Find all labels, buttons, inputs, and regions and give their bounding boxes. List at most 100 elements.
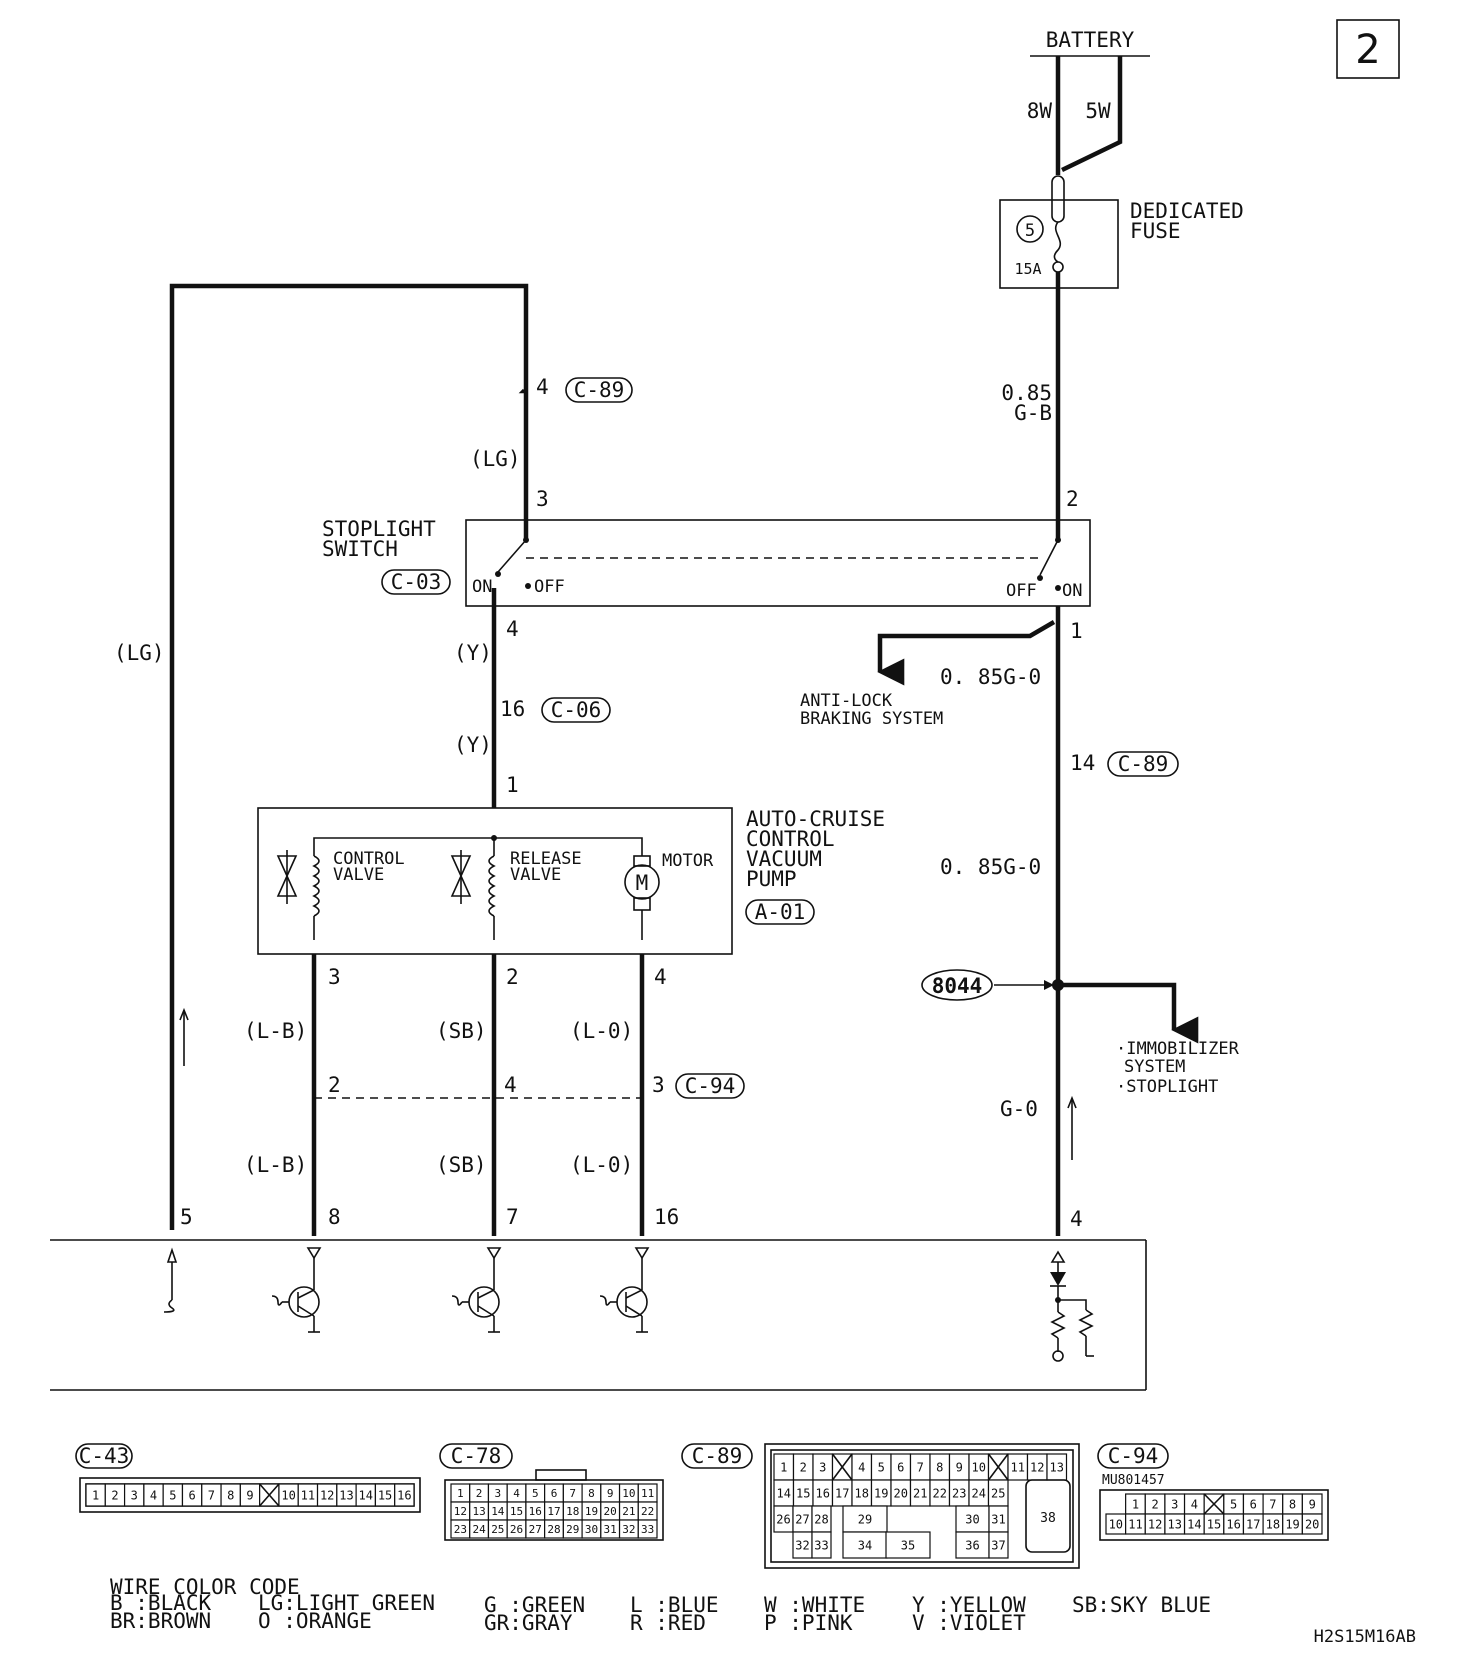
document-code: H2S15M16AB: [1314, 1627, 1416, 1647]
c89-pin-label: 33: [814, 1538, 828, 1552]
c94-pin-label: 20: [1305, 1517, 1319, 1531]
c94-pin-label: 16: [1226, 1517, 1240, 1531]
c78-pin-label: 14: [491, 1505, 505, 1518]
c89-pin-label: 17: [835, 1486, 849, 1500]
ecu-transistor-8: [271, 1247, 322, 1333]
c94-pin-blank-mark: [1203, 1493, 1225, 1515]
c89-pin-label: 5: [878, 1460, 885, 1474]
pump-title-2: CONTROL: [746, 827, 835, 851]
pin-switch-4: 4: [506, 617, 519, 641]
c94-pin-label: 10: [1109, 1517, 1123, 1531]
control-valve-1: CONTROL: [333, 849, 405, 869]
c89-pin-blank-mark: [987, 1453, 1009, 1481]
c43-pin-label: 11: [301, 1488, 315, 1502]
c78-pin-label: 23: [454, 1523, 467, 1536]
wire-color-sb-upper: (SB): [436, 1019, 487, 1043]
c43-pin-label: 2: [111, 1488, 118, 1502]
svg-text:C-78: C-78: [451, 1444, 502, 1468]
c78-pin-label: 30: [585, 1523, 598, 1536]
abs-label-1: ANTI-LOCK: [800, 691, 893, 711]
fuse-number: 5: [1025, 221, 1035, 241]
c89-pin-label: 37: [991, 1538, 1005, 1552]
c89-pin-blank-mark: [831, 1453, 853, 1481]
pump-title-3: VACUUM: [746, 847, 822, 871]
c89-top-arrow: ⏶: [518, 384, 528, 398]
c94-pin-label: 2: [1151, 1497, 1158, 1511]
svg-text:C-06: C-06: [551, 698, 602, 722]
pin-ecu-16: 16: [654, 1205, 679, 1229]
c89-pin-cell: [988, 1531, 1009, 1559]
c78-pin-label: 26: [510, 1523, 523, 1536]
c89-pin-cell: [842, 1531, 888, 1559]
wire-lg-loop: [169, 283, 529, 1230]
c43-pin-label: 13: [339, 1488, 353, 1502]
svg-text:R :RED: R :RED: [630, 1611, 706, 1635]
c43-pin-label: 3: [131, 1488, 138, 1502]
svg-text:C-94: C-94: [1108, 1444, 1159, 1468]
switch-off-right: OFF: [1006, 581, 1037, 601]
svg-text:C-89: C-89: [692, 1444, 743, 1468]
immobilizer-label-3: ·STOPLIGHT: [1116, 1077, 1218, 1097]
pin-c94-3: 3: [652, 1073, 665, 1097]
c89-pin-label: 20: [894, 1486, 908, 1500]
c89-pin-label: 28: [814, 1512, 828, 1526]
c78-pin-label: 7: [569, 1487, 576, 1500]
release-valve-1: RELEASE: [510, 849, 582, 869]
c94-pin-label: 8: [1289, 1497, 1296, 1511]
c43-pin-label: 8: [227, 1488, 234, 1502]
c43-pin-label: 5: [169, 1488, 176, 1502]
c89-pin-label: 13: [1050, 1460, 1064, 1474]
c78-pin-label: 1: [457, 1487, 464, 1500]
page-number-box: 2: [1336, 19, 1400, 79]
c78-pin-cell: [637, 1519, 658, 1539]
svg-text:GR:GRAY: GR:GRAY: [484, 1611, 573, 1635]
pin-pump-3: 3: [328, 965, 341, 989]
c89-pin-38: 38: [1040, 1511, 1056, 1526]
svg-text:L :BLUE: L :BLUE: [630, 1593, 719, 1617]
c94-pin-label: 15: [1207, 1517, 1221, 1531]
c89-pin-cell: [885, 1531, 931, 1559]
fuse-title-1: DEDICATED: [1130, 199, 1244, 223]
c89-pin-label: 23: [952, 1486, 966, 1500]
c89-pin-label: 26: [776, 1512, 790, 1526]
svg-text:P :PINK: P :PINK: [764, 1611, 853, 1635]
battery-wire-8w: 8W: [1027, 99, 1053, 123]
battery-label: BATTERY: [1046, 28, 1135, 52]
c43-pin-label: 9: [246, 1488, 253, 1502]
svg-text:A-01: A-01: [755, 900, 806, 924]
c78-pin-label: 24: [472, 1523, 486, 1536]
ecu-box: [50, 1239, 1147, 1391]
control-valve-2: VALVE: [333, 865, 384, 885]
pin-c94-4: 4: [504, 1073, 517, 1097]
c43-pin-label: 14: [359, 1488, 373, 1502]
battery-wire-5w: 5W: [1085, 99, 1111, 123]
c89-pin-label: 10: [972, 1460, 986, 1474]
wire-color-go: G-0: [1000, 1097, 1038, 1121]
c89-pin-label: 9: [956, 1460, 963, 1474]
ecu-transistor-7: [451, 1247, 502, 1333]
c78-pin-label: 32: [622, 1523, 635, 1536]
c89-pin-label: 11: [1011, 1460, 1025, 1474]
wire-color-lo-upper: (L-0): [570, 1019, 633, 1043]
pin-pump-4: 4: [654, 965, 667, 989]
c94-pin-label: 13: [1168, 1517, 1182, 1531]
c43-pin-cell: [394, 1483, 415, 1507]
immobilizer-label-1: ·IMMOBILIZER: [1116, 1039, 1240, 1059]
c89-pin-label: 25: [991, 1486, 1005, 1500]
c43-pin-label: 4: [150, 1488, 157, 1502]
pin-switch-3: 3: [536, 487, 549, 511]
c94-pin-label: 7: [1269, 1497, 1276, 1511]
fuse-rating: 15A: [1014, 260, 1041, 278]
pin-pump-2: 2: [506, 965, 519, 989]
c43-pin-label: 15: [378, 1488, 392, 1502]
c94-part-number: MU801457: [1102, 1473, 1165, 1488]
c78-pin-label: 27: [529, 1523, 542, 1536]
c89-pin-label: 29: [858, 1512, 872, 1526]
svg-text:BR:BROWN: BR:BROWN: [110, 1609, 211, 1633]
c89-pin-label: 8: [936, 1460, 943, 1474]
wire-size-imm: 0. 85G-0: [940, 855, 1041, 879]
c94-pin-label: 6: [1250, 1497, 1257, 1511]
c89-pin-label: 15: [796, 1486, 810, 1500]
pin-switch-1: 1: [1070, 619, 1083, 643]
